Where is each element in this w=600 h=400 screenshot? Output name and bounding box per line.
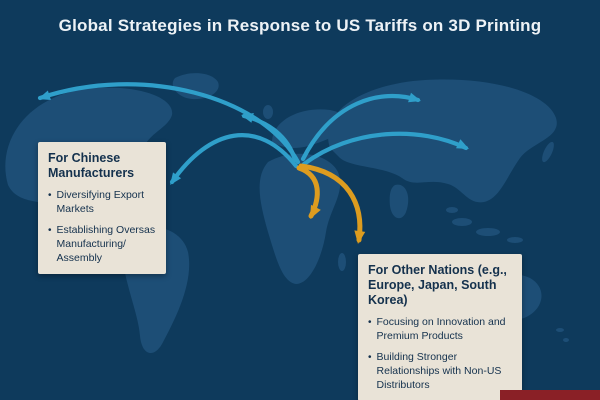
list-item: • Building Stronger Relationships with N…: [368, 351, 512, 392]
bullet-text: Building Stronger Relationships with Non…: [376, 351, 502, 391]
landmass-japan: [542, 141, 554, 163]
list-item: • Diversifying Export Markets: [48, 189, 156, 216]
strategy-arrows: [37, 82, 469, 244]
arrowhead-blue-1: [38, 90, 51, 101]
arrowhead-orange-2: [354, 230, 366, 244]
bullet-icon: •: [48, 225, 52, 237]
landmass-madagascar: [338, 253, 346, 271]
flow-arrow-blue-4: [300, 93, 421, 162]
chinese-strategy-list: • Diversifying Export Markets • Establis…: [48, 189, 156, 265]
bullet-icon: •: [368, 352, 372, 364]
bullet-text: Diversifying Export Markets: [56, 189, 145, 215]
arrowhead-orange-1: [310, 204, 321, 219]
landmass-island: [476, 228, 500, 236]
box-heading-chinese: For Chinese Manufacturers: [48, 151, 135, 180]
landmass-island: [507, 237, 523, 243]
landmass-uk: [263, 105, 273, 119]
other-nations-box: For Other Nations (e.g., Europe, Japan, …: [358, 254, 522, 400]
box-heading-other: For Other Nations (e.g., Europe, Japan, …: [368, 263, 507, 307]
landmass-island: [452, 218, 472, 226]
landmass-new-zealand: [563, 338, 569, 342]
landmass-greenland: [172, 73, 219, 100]
landmass-island: [446, 207, 458, 213]
flow-arrow-orange-2: [298, 163, 363, 243]
bullet-text: Establishing Oversas Manufacturing/ Asse…: [56, 224, 156, 264]
flow-arrow-blue-5: [301, 131, 469, 167]
arrowhead-blue-5: [456, 139, 469, 149]
list-item: • Establishing Oversas Manufacturing/ As…: [48, 224, 156, 265]
landmass-new-zealand: [556, 328, 564, 332]
brand-bar: [500, 390, 600, 400]
page-title: Global Strategies in Response to US Tari…: [58, 16, 542, 35]
flow-arrow-blue-2: [169, 133, 299, 185]
flow-arrow-blue-1: [37, 82, 301, 165]
list-item: • Focusing on Innovation and Premium Pro…: [368, 316, 512, 343]
bullet-text: Focusing on Innovation and Premium Produ…: [376, 316, 506, 342]
other-strategy-list: • Focusing on Innovation and Premium Pro…: [368, 316, 512, 392]
bullet-icon: •: [48, 190, 52, 201]
landmass-africa: [259, 153, 341, 284]
bullet-icon: •: [368, 317, 372, 328]
landmass-india: [389, 184, 409, 219]
arrowhead-blue-3: [241, 113, 254, 123]
arrowhead-blue-2: [170, 172, 182, 185]
arrowhead-blue-4: [408, 92, 421, 103]
chinese-manufacturers-box: For Chinese Manufacturers • Diversifying…: [38, 142, 166, 275]
